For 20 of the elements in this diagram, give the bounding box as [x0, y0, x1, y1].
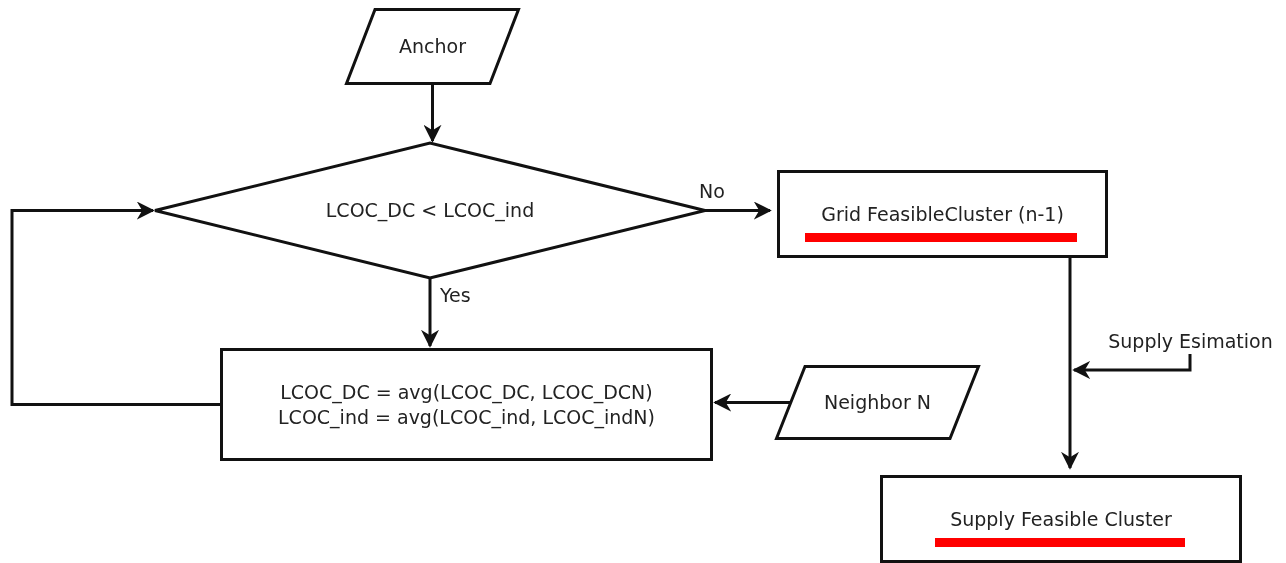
arrow — [421, 278, 439, 348]
arrow — [10, 201, 220, 406]
node-text: Neighbor N — [823, 390, 931, 415]
annotation-text: Supply Esimation — [1095, 328, 1286, 354]
node-text: LCOC_ind = avg(LCOC_ind, LCOC_indN) — [278, 404, 655, 430]
process-box — [880, 475, 1242, 563]
arrow — [423, 85, 442, 143]
node-text: Supply Feasible Cluster — [950, 506, 1172, 532]
process-box — [777, 170, 1108, 258]
node-text: Grid FeasibleCluster (n-1) — [821, 201, 1064, 227]
arrow — [713, 393, 790, 412]
process-box — [220, 348, 713, 461]
node-text: LCOC_DC = avg(LCOC_DC, LCOC_DCN) — [280, 379, 653, 405]
node-text: Anchor — [399, 34, 466, 59]
arrow — [705, 201, 772, 220]
node-text: LCOC_DC < LCOC_ind — [325, 198, 535, 223]
arrow — [1072, 354, 1192, 379]
arrow — [1061, 258, 1079, 470]
input-parallelogram — [345, 8, 520, 85]
input-parallelogram — [775, 365, 980, 440]
